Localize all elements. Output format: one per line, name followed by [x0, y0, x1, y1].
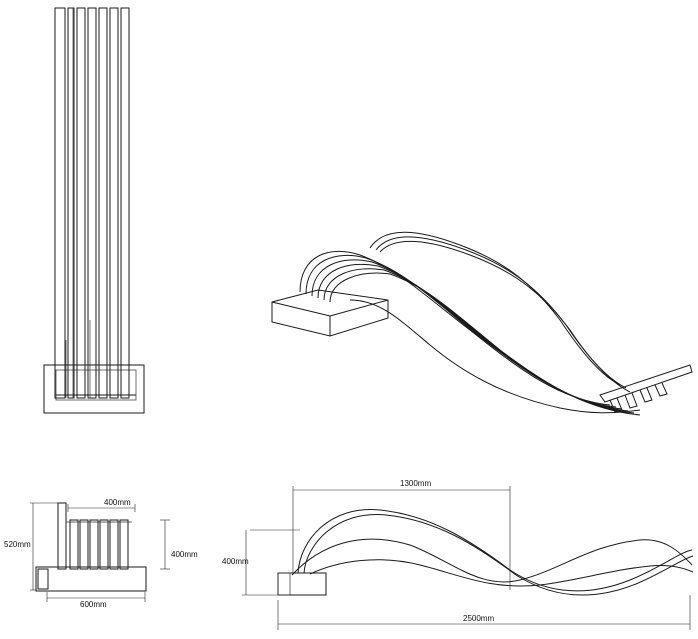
front-height-label: 400mm — [222, 557, 249, 566]
side-right-height-label: 400mm — [171, 550, 198, 559]
side-height-label: 520mm — [4, 540, 31, 549]
side-width-label: 600mm — [80, 600, 107, 609]
front-length-top-label: 1300mm — [400, 479, 431, 488]
isometric-view — [271, 231, 693, 416]
front-view — [242, 486, 694, 630]
side-view — [30, 502, 170, 602]
elevation-view — [43, 7, 145, 414]
side-top-width-label: 400mm — [104, 498, 131, 507]
front-length-total-label: 2500mm — [463, 614, 494, 623]
